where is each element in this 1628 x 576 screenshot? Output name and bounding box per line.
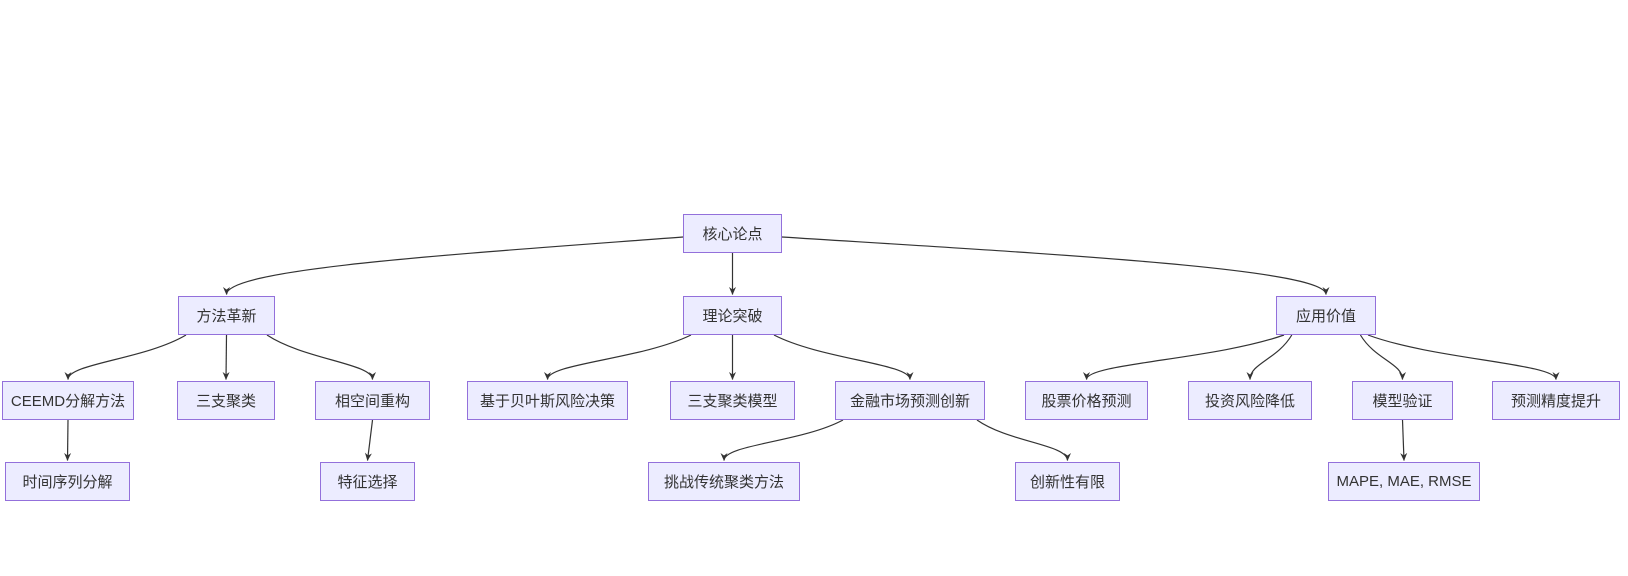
node-label: 预测精度提升 xyxy=(1510,393,1601,410)
node-label: 投资风险降低 xyxy=(1204,393,1295,410)
node-value: 应用价值 xyxy=(1276,296,1376,335)
node-label: CEEMD分解方法 xyxy=(10,393,126,410)
node-validation: 模型验证 xyxy=(1352,381,1453,420)
node-label: MAPE, MAE, RMSE xyxy=(1336,473,1472,490)
node-twmodel: 三支聚类模型 xyxy=(670,381,795,420)
node-label: 应用价值 xyxy=(1295,308,1356,325)
node-theory: 理论突破 xyxy=(683,296,782,335)
node-phase: 相空间重构 xyxy=(315,381,430,420)
node-metrics: MAPE, MAE, RMSE xyxy=(1328,462,1480,501)
node-finance: 金融市场预测创新 xyxy=(835,381,985,420)
node-label: 股票价格预测 xyxy=(1041,393,1132,410)
node-threeway: 三支聚类 xyxy=(177,381,275,420)
node-method: 方法革新 xyxy=(178,296,275,335)
node-label: 特征选择 xyxy=(337,474,398,491)
node-feature: 特征选择 xyxy=(320,462,415,501)
node-stock: 股票价格预测 xyxy=(1025,381,1148,420)
node-accuracy: 预测精度提升 xyxy=(1492,381,1620,420)
node-label: 相空间重构 xyxy=(334,393,410,410)
node-risk: 投资风险降低 xyxy=(1188,381,1312,420)
node-label: 方法革新 xyxy=(196,308,257,325)
node-label: 理论突破 xyxy=(702,308,763,325)
node-core: 核心论点 xyxy=(683,214,782,253)
node-label: 时间序列分解 xyxy=(22,474,113,491)
node-challenge: 挑战传统聚类方法 xyxy=(648,462,800,501)
node-label: 基于贝叶斯风险决策 xyxy=(479,393,615,410)
node-label: 三支聚类模型 xyxy=(687,393,778,410)
node-label: 挑战传统聚类方法 xyxy=(663,474,784,491)
node-tsdecomp: 时间序列分解 xyxy=(5,462,130,501)
node-ceemd: CEEMD分解方法 xyxy=(2,381,134,420)
node-label: 创新性有限 xyxy=(1029,474,1105,491)
node-label: 模型验证 xyxy=(1372,393,1433,410)
node-label: 核心论点 xyxy=(702,226,763,243)
node-label: 三支聚类 xyxy=(195,393,256,410)
node-limited: 创新性有限 xyxy=(1015,462,1120,501)
node-label: 金融市场预测创新 xyxy=(849,393,970,410)
node-bayes: 基于贝叶斯风险决策 xyxy=(467,381,628,420)
